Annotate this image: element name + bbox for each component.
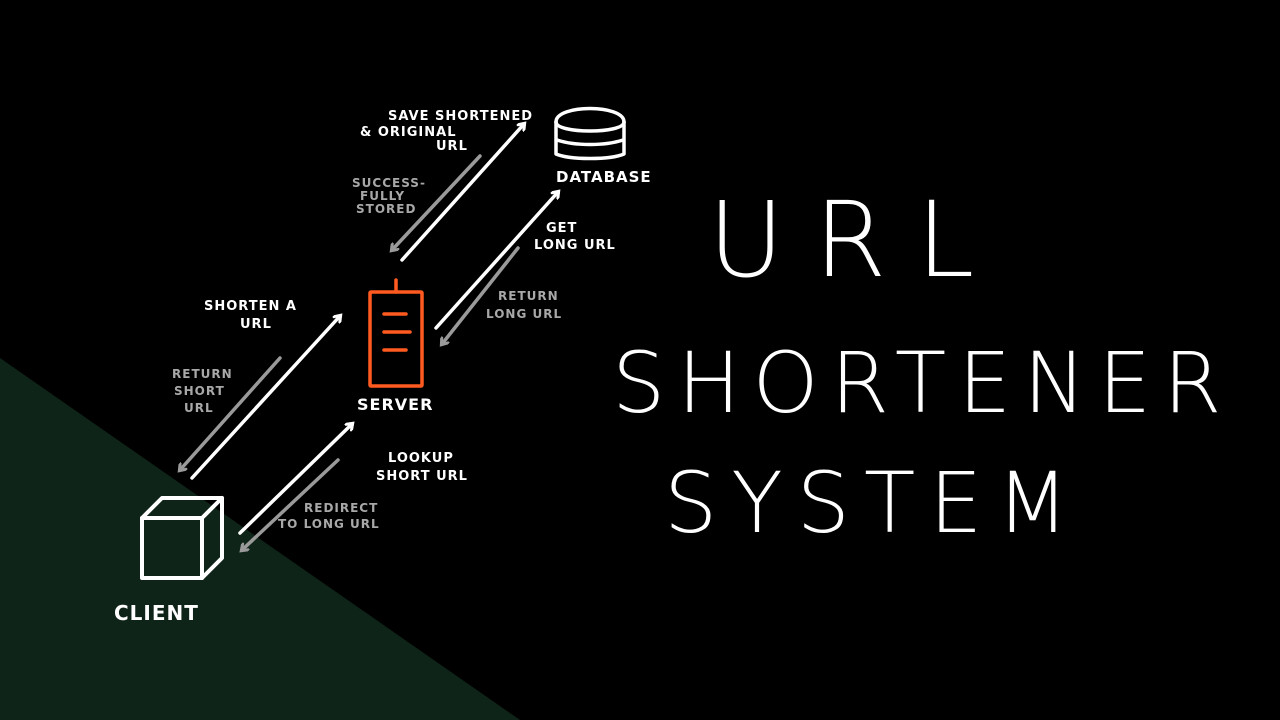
svg-text:RETURN: RETURN bbox=[172, 367, 233, 381]
label-save-shortened: SAVE SHORTENED & ORIGINAL URL bbox=[360, 109, 533, 154]
arrow-successfully-stored bbox=[392, 154, 482, 250]
arrow-lookup-short-url bbox=[238, 424, 352, 535]
svg-text:REDIRECT: REDIRECT bbox=[304, 501, 378, 515]
svg-text:LONG URL: LONG URL bbox=[534, 238, 616, 253]
svg-text:URL: URL bbox=[436, 139, 468, 154]
label-shorten-url: SHORTEN A URL bbox=[204, 299, 297, 332]
svg-text:URL: URL bbox=[240, 317, 272, 332]
svg-text:SHORT: SHORT bbox=[174, 384, 225, 398]
cube-icon bbox=[140, 496, 224, 580]
arrow-shorten-url bbox=[190, 316, 340, 480]
client-label: CLiENT bbox=[114, 601, 199, 625]
label-return-long-url: RETURN LONG URL bbox=[486, 289, 562, 321]
arrow-get-long-url bbox=[434, 192, 558, 330]
svg-text:SUCCESS-: SUCCESS- bbox=[352, 176, 426, 190]
title-line-url: URL bbox=[708, 179, 1004, 301]
title-line-system: SYSTEM bbox=[664, 454, 1083, 552]
svg-text:SHORT URL: SHORT URL bbox=[376, 469, 468, 484]
svg-text:TO LONG URL: TO LONG URL bbox=[278, 517, 380, 531]
arrow-redirect-long-url bbox=[242, 458, 340, 550]
database-cylinder-icon bbox=[554, 106, 626, 161]
svg-text:SAVE SHORTENED: SAVE SHORTENED bbox=[388, 109, 533, 124]
arrow-return-short-url bbox=[180, 356, 282, 470]
server-label: SERVER bbox=[357, 395, 433, 414]
server-rack-icon bbox=[368, 278, 424, 388]
arrow-return-long-url bbox=[442, 246, 520, 344]
svg-text:STORED: STORED bbox=[356, 202, 416, 216]
title-line-shortener: SHORTENER bbox=[612, 334, 1234, 432]
svg-text:GET: GET bbox=[546, 221, 577, 236]
label-get-long-url: GET LONG URL bbox=[534, 221, 616, 253]
arrow-save-shortened bbox=[400, 124, 524, 262]
svg-text:RETURN: RETURN bbox=[498, 289, 559, 303]
label-successfully-stored: SUCCESS- FULLY STORED bbox=[352, 176, 426, 216]
svg-text:LOOKUP: LOOKUP bbox=[388, 451, 454, 466]
label-lookup-short-url: LOOKUP SHORT URL bbox=[376, 451, 468, 484]
svg-text:SHORTEN A: SHORTEN A bbox=[204, 299, 297, 314]
svg-text:LONG URL: LONG URL bbox=[486, 307, 562, 321]
label-return-short-url: RETURN SHORT URL bbox=[172, 367, 233, 415]
database-label: DATABASE bbox=[556, 168, 652, 186]
svg-text:& ORIGINAL: & ORIGINAL bbox=[360, 125, 457, 140]
svg-text:URL: URL bbox=[184, 401, 214, 415]
label-redirect-long-url: REDIRECT TO LONG URL bbox=[278, 501, 380, 531]
accent-panel bbox=[0, 358, 520, 720]
svg-text:FULLY: FULLY bbox=[360, 189, 405, 203]
